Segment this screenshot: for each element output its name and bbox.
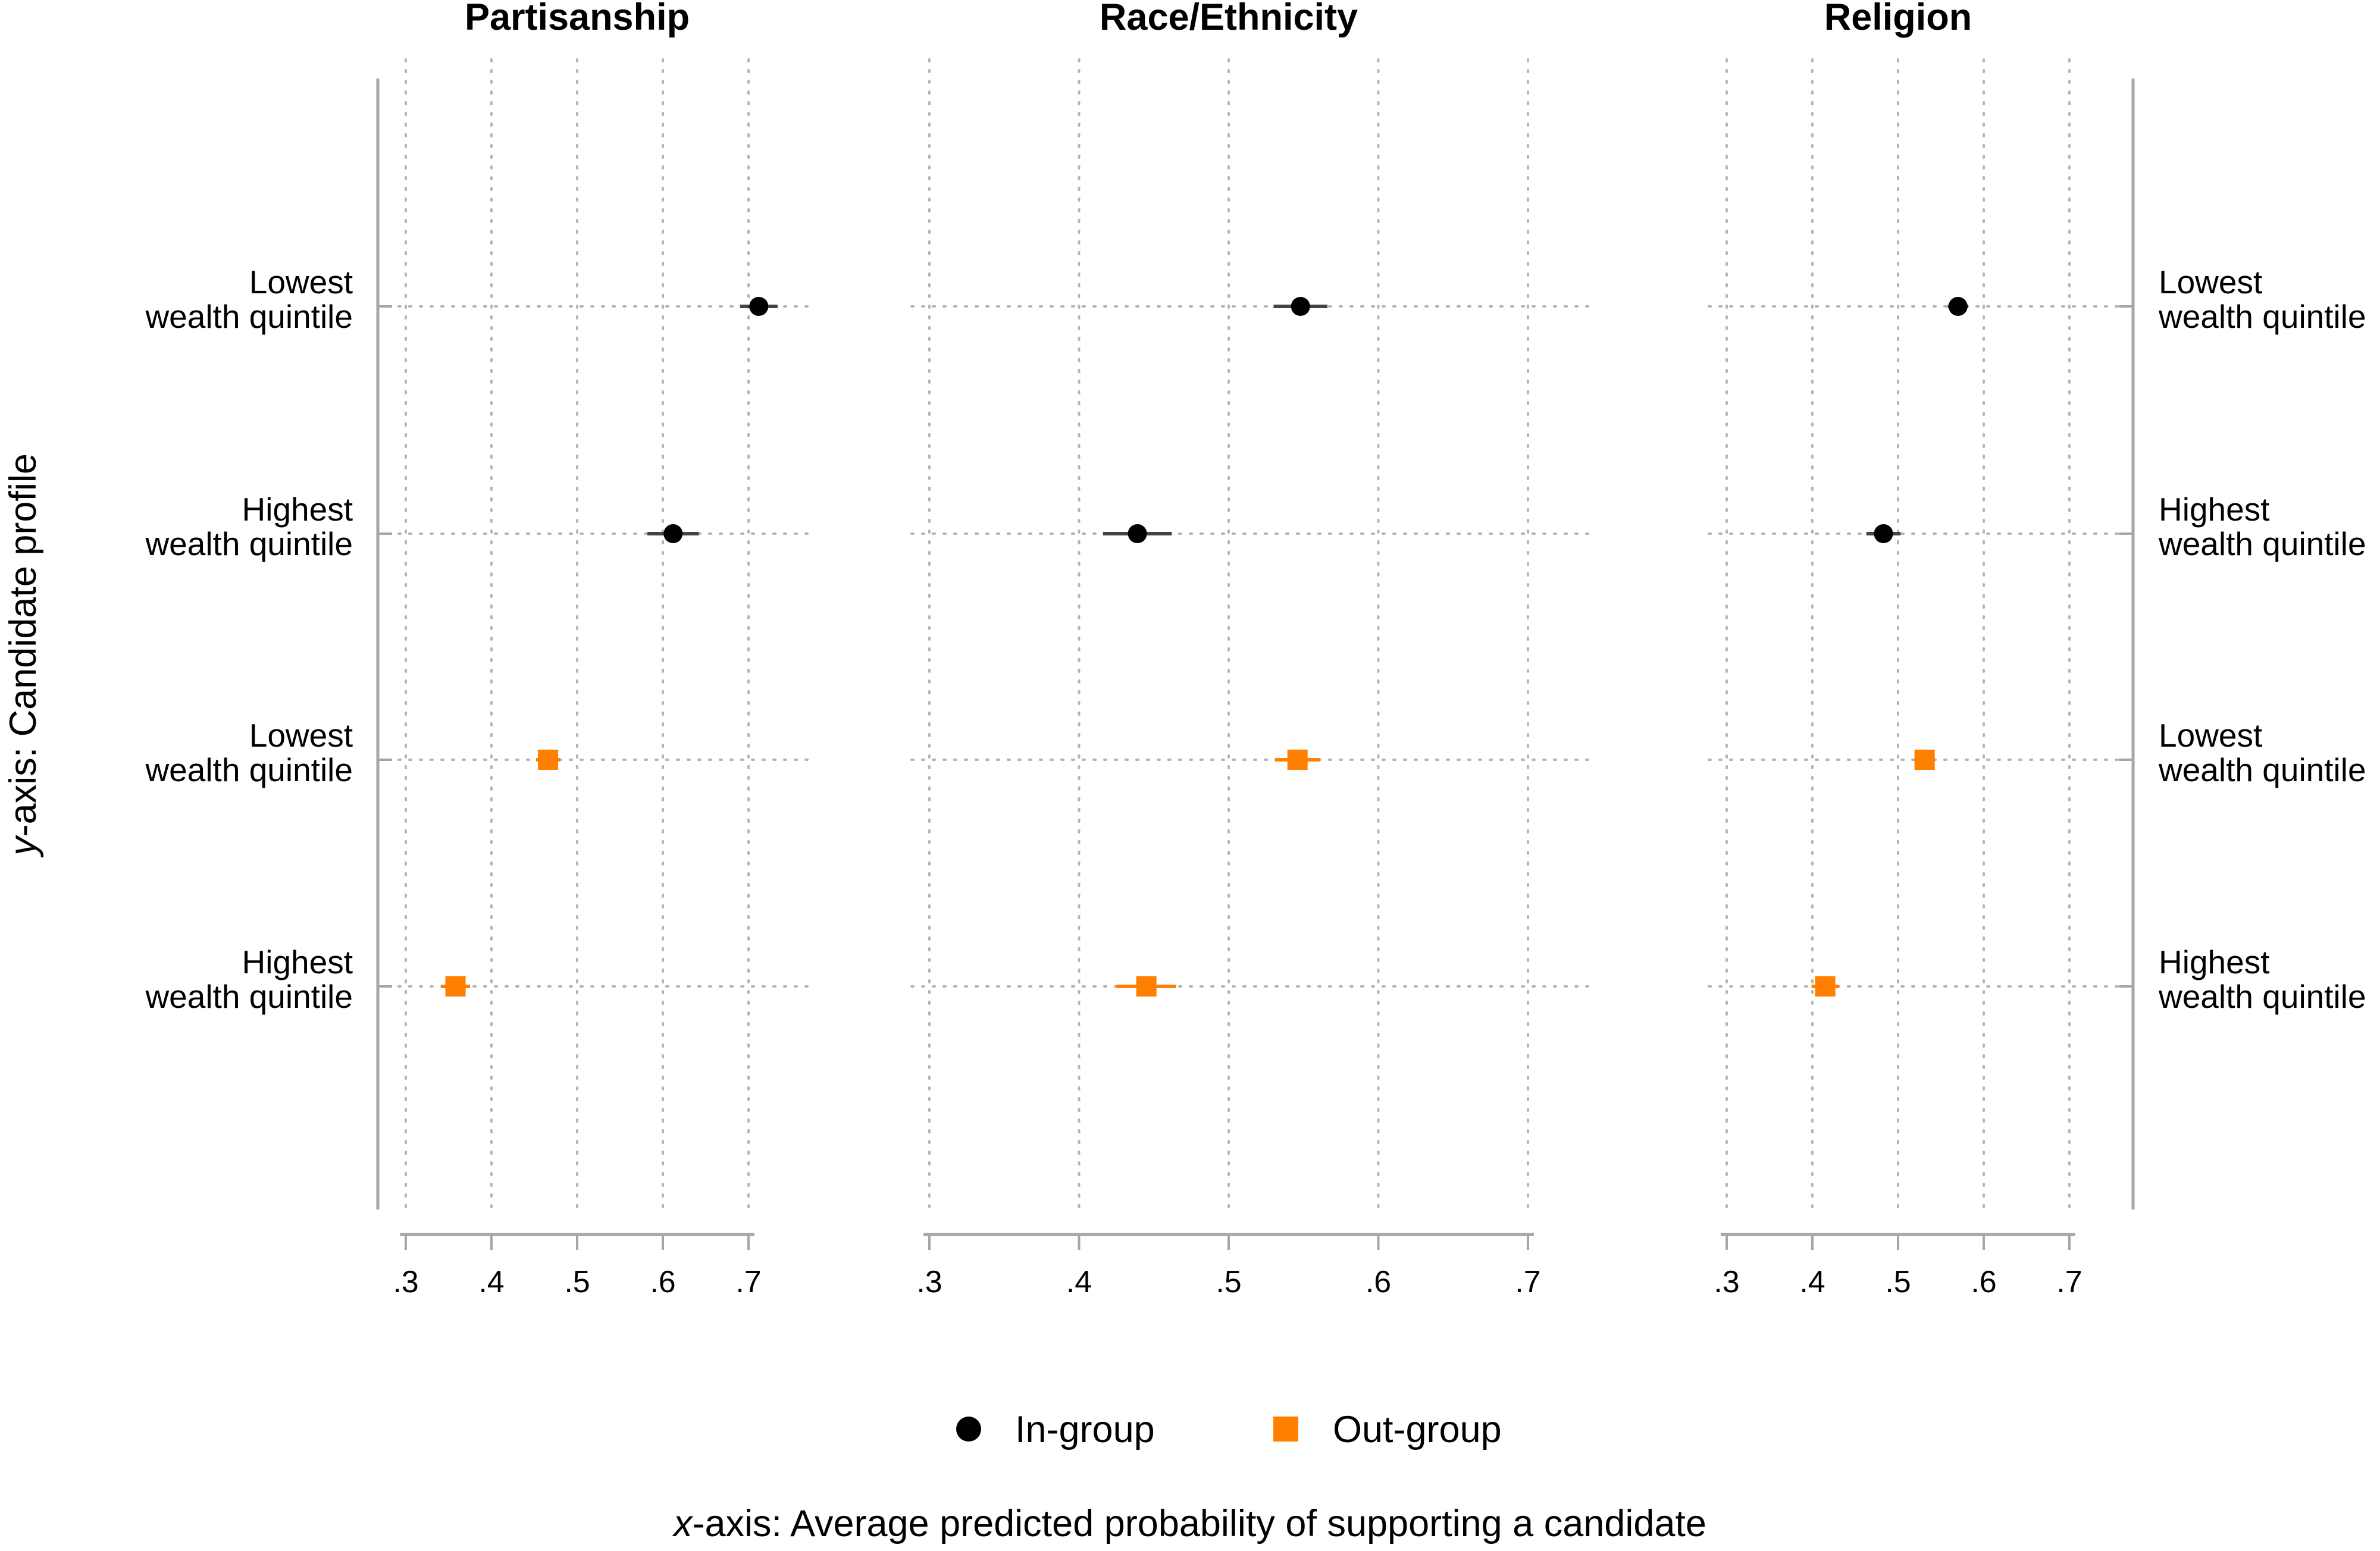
- out-group-point: [445, 976, 466, 997]
- right-row-label-line2: wealth quintile: [2158, 978, 2366, 1015]
- x-tick-label: .3: [393, 1265, 418, 1299]
- legend-in-group-label: In-group: [1015, 1409, 1155, 1450]
- out-group-point: [1815, 976, 1836, 997]
- out-group-point: [1287, 750, 1308, 770]
- in-group-point: [749, 297, 769, 316]
- x-tick-label: .5: [1216, 1265, 1241, 1299]
- panel-title: Religion: [1824, 0, 1972, 38]
- out-group-point: [1914, 750, 1935, 770]
- legend-out-group-marker: [1273, 1417, 1298, 1442]
- x-tick-label: .6: [1971, 1265, 1996, 1299]
- right-row-label-line2: wealth quintile: [2158, 525, 2366, 562]
- marks-layer: [441, 297, 1969, 997]
- x-tick-label: .7: [2056, 1265, 2082, 1299]
- panel-title: Partisanship: [465, 0, 690, 38]
- x-tick-label: .6: [1366, 1265, 1391, 1299]
- grid-layer: [387, 58, 2136, 1211]
- right-row-label-line2: wealth quintile: [2158, 751, 2366, 788]
- y-axis-title: y-axis: Candidate profile: [2, 453, 44, 858]
- x-axis-title: x-axis: Average predicted probability of…: [672, 1503, 1706, 1544]
- out-group-point: [538, 750, 559, 770]
- left-row-label-line1: Lowest: [249, 264, 353, 300]
- x-tick-label: .4: [478, 1265, 504, 1299]
- out-group-point: [1136, 976, 1157, 997]
- x-tick-label: .3: [1714, 1265, 1739, 1299]
- x-tick-label: .5: [1885, 1265, 1911, 1299]
- x-tick-label: .4: [1066, 1265, 1092, 1299]
- in-group-point: [1948, 297, 1968, 316]
- right-row-label-line1: Lowest: [2159, 717, 2262, 754]
- right-row-label-line2: wealth quintile: [2158, 298, 2366, 335]
- in-group-point: [663, 524, 683, 543]
- x-tick-label: .6: [650, 1265, 675, 1299]
- left-row-label-line2: wealth quintile: [145, 978, 353, 1015]
- right-row-label-line1: Lowest: [2159, 264, 2262, 300]
- legend-out-group-label: Out-group: [1333, 1409, 1502, 1450]
- legend: In-group Out-group: [956, 1409, 1502, 1450]
- panel-title: Race/Ethnicity: [1100, 0, 1358, 38]
- legend-in-group-marker: [956, 1417, 981, 1442]
- right-row-label-line1: Highest: [2159, 944, 2269, 980]
- axes-layer: [376, 79, 2135, 1250]
- x-tick-label: .4: [1799, 1265, 1825, 1299]
- x-tick-label: .7: [735, 1265, 761, 1299]
- right-row-label-line1: Highest: [2159, 491, 2269, 528]
- x-tick-label: .5: [564, 1265, 590, 1299]
- left-row-label-line2: wealth quintile: [145, 525, 353, 562]
- left-row-label-line2: wealth quintile: [145, 298, 353, 335]
- left-row-label-line1: Highest: [242, 944, 353, 980]
- left-row-label-line2: wealth quintile: [145, 751, 353, 788]
- in-group-point: [1128, 524, 1147, 543]
- in-group-point: [1291, 297, 1310, 316]
- x-tick-label: .7: [1515, 1265, 1540, 1299]
- left-row-label-line1: Highest: [242, 491, 353, 528]
- x-tick-label: .3: [916, 1265, 942, 1299]
- in-group-point: [1874, 524, 1893, 543]
- left-row-label-line1: Lowest: [249, 717, 353, 754]
